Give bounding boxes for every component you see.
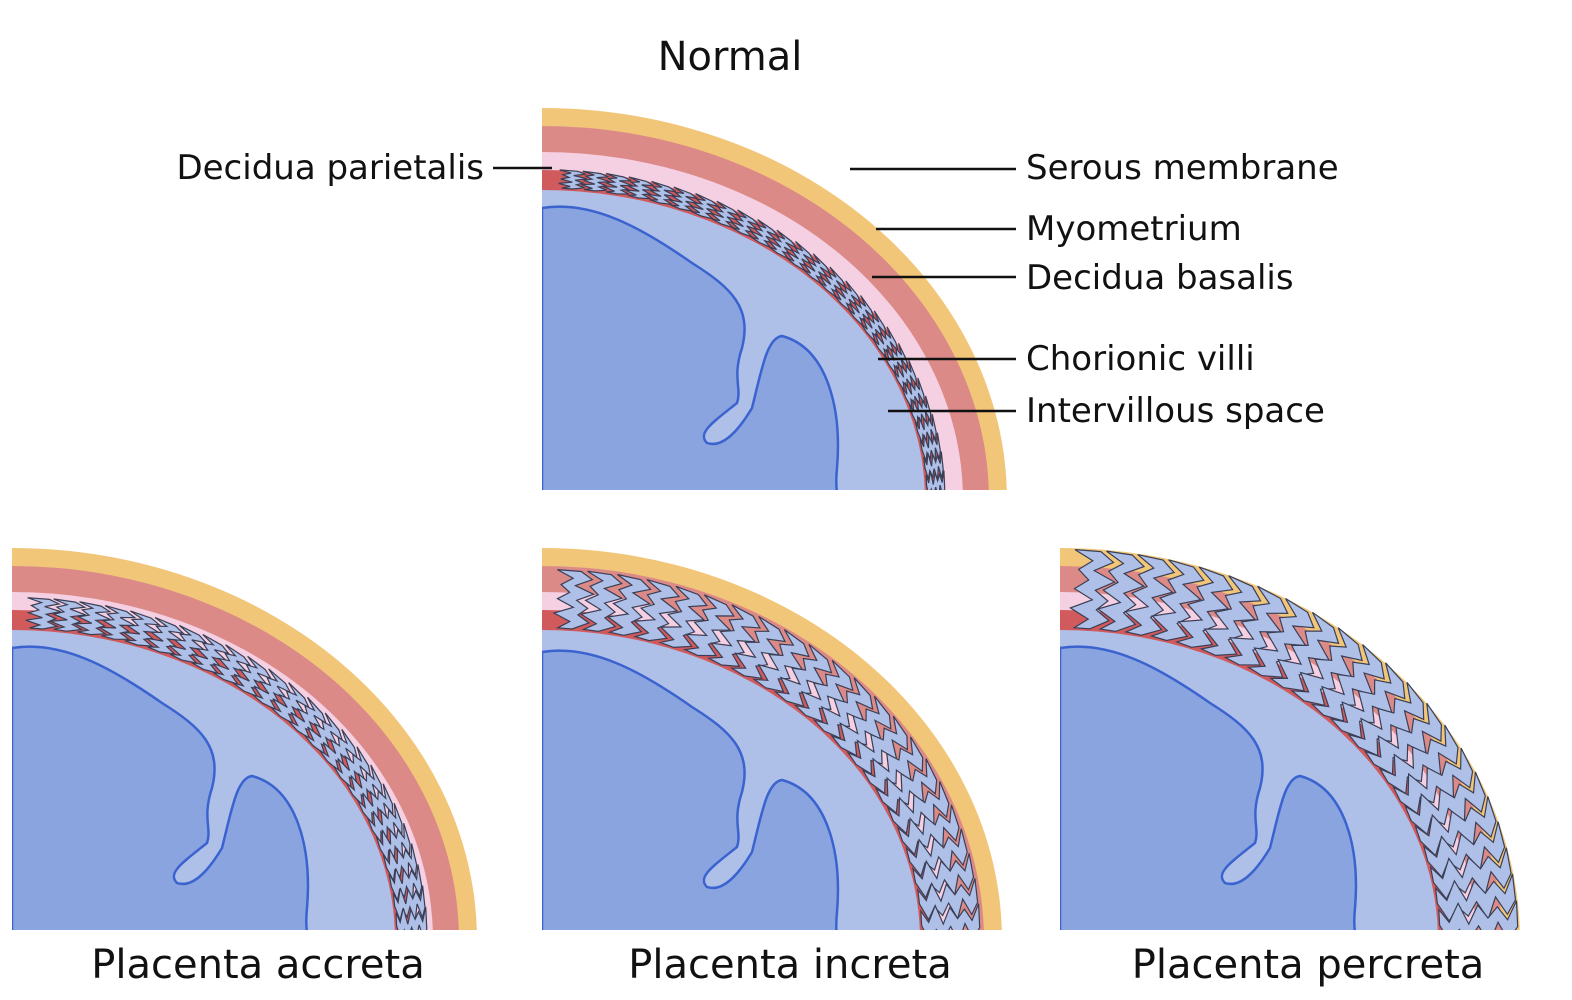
chorionic-villus (98, 605, 137, 640)
amniotic-cavity (542, 649, 840, 930)
panel-accreta (12, 548, 477, 930)
chorionic-villus (886, 781, 950, 835)
chorionic-villus (1329, 662, 1406, 739)
amniotic-cavity (1060, 645, 1358, 930)
chorionic-villus (270, 682, 311, 726)
chorionic-villus (367, 802, 403, 845)
chorionic-villus (914, 413, 937, 444)
chorionic-villus (833, 280, 862, 312)
chorionic-villus (1347, 682, 1425, 757)
label-decidua-parietalis: Decidua parietalis (176, 148, 484, 188)
chorionic-villus (603, 172, 633, 195)
chorionic-villus (1310, 644, 1385, 722)
chorionic-villus (830, 695, 892, 757)
chorionic-villus (730, 209, 760, 238)
chorionic-villus (146, 616, 185, 655)
chorionic-villus (1123, 554, 1176, 636)
chorionic-villus (846, 715, 909, 776)
chorionic-villus (919, 432, 941, 462)
chorionic-villus (212, 644, 252, 686)
chorionic-villus (1199, 575, 1262, 657)
chorionic-villus (1069, 549, 1116, 630)
chorionic-villus (896, 804, 960, 856)
chorionic-villus (579, 570, 624, 633)
chorionic-villus (682, 594, 735, 657)
label-serous-membrane: Serous membrane (1026, 148, 1339, 188)
chorionic-villus (793, 659, 854, 723)
amniotic-cavity (12, 645, 310, 930)
chorionic-villus (558, 169, 588, 190)
chorionic-villus (1438, 900, 1519, 930)
label-intervillous-space: Intervillous space (1026, 391, 1325, 431)
chorionic-villus (802, 253, 831, 284)
chorionic-villus (625, 176, 655, 200)
title-placenta-accreta: Placenta accreta (91, 942, 424, 988)
label-myometrium: Myometrium (1026, 209, 1242, 249)
title-placenta-increta: Placenta increta (628, 942, 951, 988)
label-chorionic-villi: Chorionic villi (1026, 339, 1255, 379)
chorionic-villus (633, 579, 681, 642)
title-placenta-percreta: Placenta percreta (1132, 942, 1485, 988)
chorionic-villus (50, 598, 87, 632)
chorionic-villus (729, 615, 787, 680)
chorionic-villus (749, 219, 779, 248)
chorionic-villus (552, 569, 596, 630)
chorionic-villus (710, 200, 740, 228)
chorionic-villus (1149, 559, 1205, 642)
chorionic-villus (580, 170, 610, 192)
chorionic-villus (1223, 585, 1289, 666)
chorionic-villus (706, 604, 761, 668)
chorionic-villus (1096, 550, 1146, 633)
chorionic-villus (812, 677, 874, 740)
chorionic-villus (74, 601, 112, 636)
chorionic-villus (752, 629, 810, 693)
chorionic-villus (1378, 724, 1459, 795)
chorionic-villus (287, 696, 328, 740)
chorionic-villus (901, 377, 925, 409)
panel-normal (542, 108, 1007, 490)
amniotic-cavity (542, 205, 840, 490)
chorionic-villus (1246, 597, 1315, 678)
chorionic-villus (252, 668, 292, 711)
chorionic-villus (1290, 627, 1363, 707)
chorionic-villus (768, 229, 797, 260)
chorionic-villus (920, 903, 981, 930)
chorionic-villus (773, 643, 833, 707)
chorionic-villus (169, 624, 208, 664)
panel-percreta (1060, 548, 1520, 930)
chorionic-villus (382, 843, 418, 883)
chorionic-villus (689, 193, 719, 220)
chorionic-villus (122, 610, 162, 647)
chorionic-villus (1268, 611, 1340, 692)
chorionic-villus (395, 906, 428, 930)
panel-increta (542, 548, 1002, 930)
chorionic-villus (191, 633, 231, 675)
chorionic-villus (606, 573, 652, 636)
chorionic-villus (925, 470, 946, 490)
chorionic-villus (232, 655, 273, 698)
chorionic-villus (375, 823, 411, 864)
chorionic-villus (818, 266, 847, 298)
chorionic-villus (861, 736, 924, 795)
label-decidua-basalis: Decidua basalis (1026, 258, 1294, 298)
chorionic-villus (905, 828, 968, 878)
chorionic-villus (786, 241, 815, 272)
chorionic-villus (25, 597, 61, 630)
chorionic-villus (1174, 566, 1234, 648)
chorionic-villus (658, 585, 708, 649)
chorionic-villus (668, 186, 698, 212)
chorionic-villus (647, 180, 677, 205)
chorionic-villus (923, 451, 944, 481)
title-normal: Normal (658, 34, 803, 80)
chorionic-villus (304, 712, 344, 756)
chorionic-villus (1363, 702, 1443, 776)
chorionic-villus (319, 729, 359, 773)
